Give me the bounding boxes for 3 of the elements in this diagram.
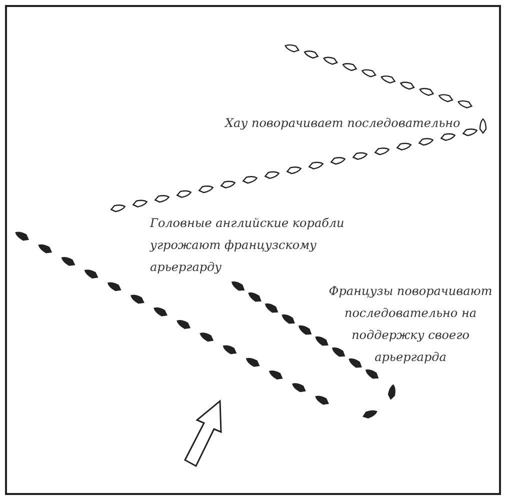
map-annotation: Головные английские корабли угрожают французскому арьергарду [150, 215, 346, 276]
map-annotation: Французы поворачивают последовательно на поддержку своего арьергарда [328, 283, 494, 366]
map-annotation: Хау поворачивает последовательно [225, 115, 462, 132]
